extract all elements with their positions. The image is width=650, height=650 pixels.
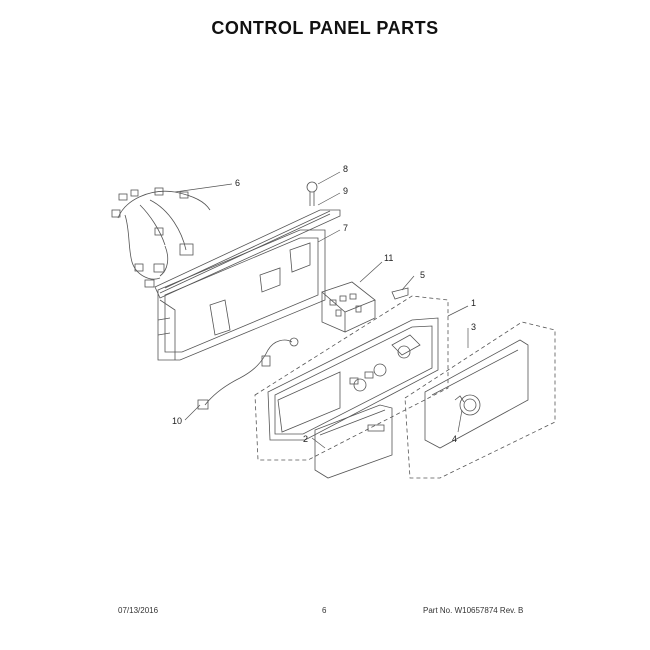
overlay-panel-part <box>424 339 529 449</box>
page-title: CONTROL PANEL PARTS <box>211 18 439 38</box>
clip-part <box>391 287 409 300</box>
overlay-group-outline <box>404 321 556 479</box>
callout-2: 2 <box>303 434 308 444</box>
callout-10: 10 <box>172 416 182 426</box>
mounting-bracket-part <box>157 229 326 361</box>
wire-plug-part <box>197 337 299 410</box>
control-board-part <box>321 281 376 333</box>
top-strip-part <box>154 209 341 299</box>
callout-8: 8 <box>343 164 348 174</box>
callout-numbers: 6 8 9 7 11 5 1 3 4 2 10 <box>172 164 476 444</box>
callout-11: 11 <box>384 253 393 263</box>
footer-page-number: 6 <box>322 606 327 615</box>
screw-part <box>306 181 318 206</box>
console-group-outline <box>254 295 449 461</box>
wire-harness-part <box>111 187 211 288</box>
trim-piece-part <box>314 404 393 479</box>
callout-4: 4 <box>452 434 457 444</box>
leader-lines <box>174 171 469 449</box>
callout-3: 3 <box>471 322 476 332</box>
callout-7: 7 <box>343 223 348 233</box>
footer-date: 07/13/2016 <box>118 606 159 615</box>
callout-9: 9 <box>343 186 348 196</box>
callout-1: 1 <box>471 298 476 308</box>
callout-6: 6 <box>235 178 240 188</box>
console-part <box>267 317 439 441</box>
callout-5: 5 <box>420 270 425 280</box>
footer-part-number: Part No. W10657874 Rev. B <box>423 606 524 615</box>
